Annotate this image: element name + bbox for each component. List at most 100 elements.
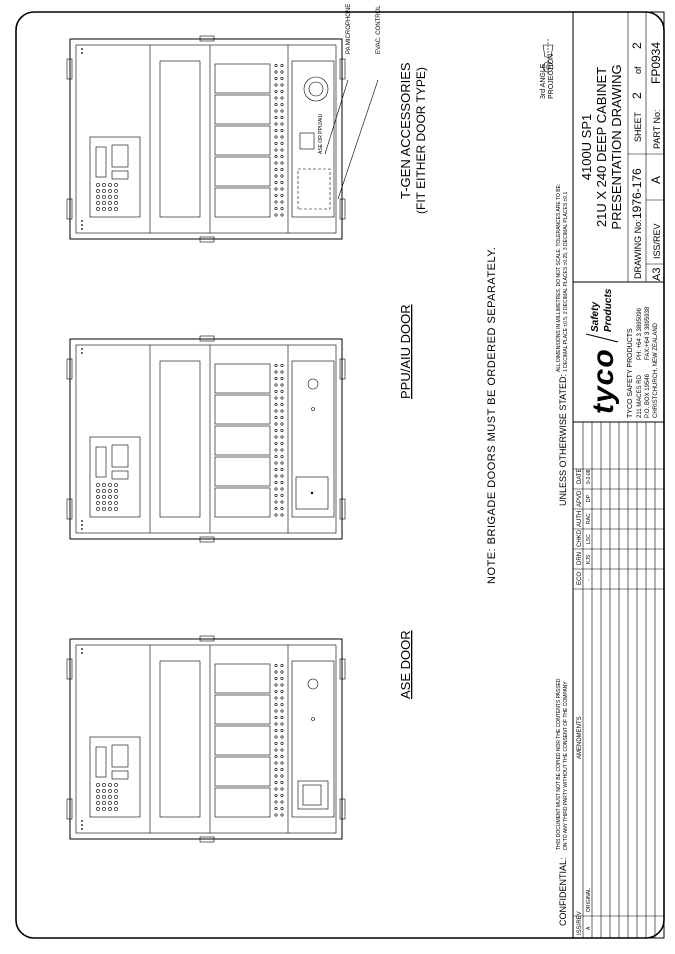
module-led [280,207,284,211]
control-led [108,207,112,211]
module-led [280,200,284,204]
module-led [280,513,284,517]
module-led [280,722,284,726]
module-led [274,213,278,217]
title-line-3: PRESENTATION DRAWING [609,64,624,229]
module-led [274,155,278,159]
control-led [114,489,118,493]
module-slot [214,663,271,694]
module-led [274,174,278,178]
iss-rev-value: A [649,176,663,184]
module-slot [214,156,271,187]
module-led [274,494,278,498]
module-led [274,507,278,511]
module-led [280,709,284,713]
display [95,146,107,178]
hinge [66,358,73,380]
hinge [66,658,73,680]
company-phone: PH: +64 3 3895096 [637,307,643,360]
control-led [102,495,106,499]
amend-cell-date: 9-2-08 [586,469,592,484]
module-led [274,64,278,68]
module-led [280,715,284,719]
corner-dot [81,48,83,50]
control-led [102,501,106,505]
module-led [280,481,284,485]
corner-dot [81,220,83,222]
module-led [280,677,284,681]
module-led [274,122,278,126]
keypad-block [111,444,129,468]
amend-header-chkd: CHKD [577,529,583,547]
corner-dot [81,648,83,650]
control-led [96,501,100,505]
module-led [280,767,284,771]
module-led [274,129,278,133]
module-led [274,487,278,491]
company-addr2: P.O. BOX 19546 [645,373,651,418]
control-led [114,795,118,799]
module-led [274,116,278,120]
module-led [274,513,278,517]
module-slot [214,187,271,218]
module-led [280,507,284,511]
control-led [102,183,106,187]
module-led [280,116,284,120]
module-led [274,103,278,107]
cabinet-inner [75,44,337,234]
module-led [280,487,284,491]
hinge [339,658,346,680]
module-slot [214,63,271,94]
callout-leader-evac [337,79,379,200]
title-block [572,11,665,283]
corner-dot [81,824,83,826]
door-section [291,360,335,518]
module-led [274,90,278,94]
control-led [114,807,118,811]
module-led [274,181,278,185]
callout-pa-microphone: PA MICROPHONE [346,4,352,54]
module-led [274,787,278,791]
control-led [102,195,106,199]
sheet-of: of [633,66,643,74]
module-led [280,148,284,152]
module-led [280,409,284,413]
door-label-ase: ASE DOOR [398,630,413,699]
control-led [108,489,112,493]
company-addr3: CHRISTCHURCH, NEW ZEALAND [653,322,659,418]
control-led [96,483,100,487]
module-led [274,702,278,706]
module-slot [214,456,271,487]
module-led [280,748,284,752]
module-led [280,364,284,368]
control-led [108,507,112,511]
amend-header-auth: AUTH [577,511,583,527]
keypad-block [111,744,129,768]
module-led [280,122,284,126]
module-led [280,500,284,504]
control-led [108,201,112,205]
module-led [274,722,278,726]
drawing-no: 1976-176 [630,168,644,219]
unless-prefix: UNLESS OTHERWISE STATED: [558,374,568,506]
module-slot [214,394,271,425]
hinge [66,798,73,820]
module-led [274,670,278,674]
module-led [280,83,284,87]
control-led [96,507,100,511]
amend-cell-chkd: LSC [586,534,592,544]
sheet-size: A3 [651,268,663,281]
corner-dot [81,224,83,226]
module-led [280,494,284,498]
module-led [274,148,278,152]
control-led [102,201,106,205]
key-switch [307,378,319,390]
control-led [108,501,112,505]
module-led [280,109,284,113]
module-led [280,135,284,139]
control-led [102,189,106,193]
control-led [108,189,112,193]
hinge [339,198,346,220]
